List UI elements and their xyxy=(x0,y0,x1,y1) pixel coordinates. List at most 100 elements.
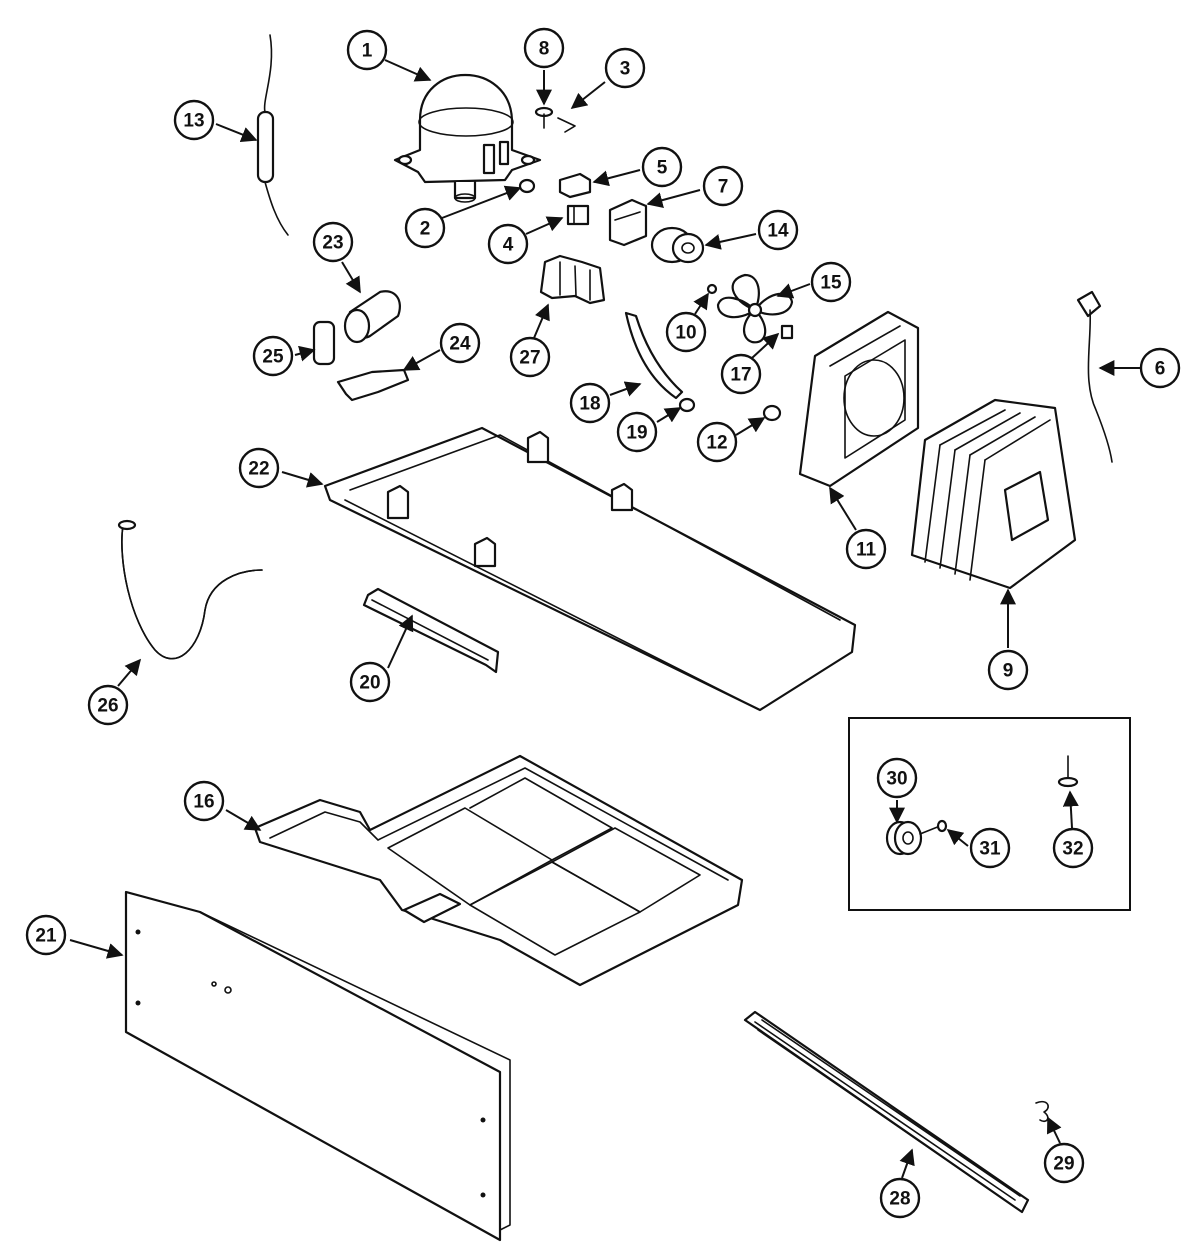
callout-circle-12 xyxy=(696,421,738,463)
channel-part xyxy=(362,587,500,674)
leader-line-22 xyxy=(281,471,324,488)
leader-line-1 xyxy=(384,59,432,82)
callout-label-12: 12 xyxy=(706,433,727,454)
grommet-12-part xyxy=(762,404,782,422)
callout-circle-15 xyxy=(810,261,852,303)
callout-circle-16 xyxy=(183,780,225,822)
leader-line-24 xyxy=(402,349,441,371)
callout-label-20: 20 xyxy=(359,673,380,694)
roller-part xyxy=(885,820,923,856)
callout-label-8: 8 xyxy=(539,39,550,60)
callout-circle-4 xyxy=(487,223,529,265)
callout-circle-10 xyxy=(665,311,707,353)
callout-label-2: 2 xyxy=(420,219,431,240)
leader-line-31 xyxy=(946,829,969,847)
leader-line-5 xyxy=(592,169,641,187)
callout-label-9: 9 xyxy=(1003,661,1014,682)
base-rail-part xyxy=(323,426,857,712)
callout-label-23: 23 xyxy=(322,233,343,254)
leader-line-4 xyxy=(525,216,564,235)
callout-label-32: 32 xyxy=(1062,839,1083,860)
leader-line-2 xyxy=(441,185,522,219)
leader-line-12 xyxy=(735,417,766,436)
motor-bracket-part xyxy=(624,311,684,400)
callout-label-14: 14 xyxy=(767,221,789,242)
overload-part xyxy=(558,172,592,199)
callout-circle-11 xyxy=(845,528,887,570)
callout-circle-26 xyxy=(87,684,129,726)
start-device-part xyxy=(608,198,648,247)
grommet-part xyxy=(518,178,536,194)
leader-line-21 xyxy=(69,939,124,959)
callout-circle-30 xyxy=(876,757,918,799)
leader-line-14 xyxy=(704,233,757,250)
wiring-harness-part xyxy=(539,254,606,305)
callout-label-16: 16 xyxy=(193,792,214,813)
callout-label-3: 3 xyxy=(620,59,631,80)
fan-motor-part xyxy=(650,226,705,264)
capacitor-boot-part xyxy=(312,320,336,366)
fan-bracket-part xyxy=(780,324,794,340)
leader-line-16 xyxy=(225,809,262,831)
leader-line-15 xyxy=(776,283,811,299)
leader-line-28 xyxy=(899,1148,915,1179)
clip-part xyxy=(557,117,576,133)
callout-circle-2 xyxy=(404,207,446,249)
leader-line-18 xyxy=(609,381,642,397)
callout-label-10: 10 xyxy=(675,323,696,344)
callout-label-1: 1 xyxy=(362,41,373,62)
leader-line-11 xyxy=(829,486,857,531)
leveling-leg-part xyxy=(1057,755,1079,788)
callout-circle-8 xyxy=(523,27,565,69)
callout-circle-29 xyxy=(1043,1142,1085,1184)
callout-circle-24 xyxy=(439,322,481,364)
callout-circle-7 xyxy=(702,165,744,207)
nut-part xyxy=(706,283,718,295)
leader-line-3 xyxy=(570,81,606,109)
leader-line-7 xyxy=(646,189,701,208)
callout-circle-6 xyxy=(1139,347,1181,389)
callout-circle-1 xyxy=(346,29,388,71)
grille-clip-part xyxy=(1035,1100,1049,1123)
leader-line-29 xyxy=(1047,1116,1062,1144)
callout-circle-31 xyxy=(969,827,1011,869)
leader-line-27 xyxy=(533,303,550,339)
callout-label-26: 26 xyxy=(97,696,118,717)
callout-label-31: 31 xyxy=(979,839,1001,860)
grommet-19-part xyxy=(678,397,696,413)
leader-line-23 xyxy=(341,261,361,294)
leader-line-25 xyxy=(294,345,316,362)
power-cord-part xyxy=(1076,290,1113,463)
callout-label-28: 28 xyxy=(889,1189,910,1210)
callout-label-22: 22 xyxy=(248,459,269,480)
callout-label-19: 19 xyxy=(626,423,647,444)
callout-circle-25 xyxy=(252,335,294,377)
callout-label-21: 21 xyxy=(35,926,57,947)
callout-label-30: 30 xyxy=(886,769,907,790)
hardware-inset-box xyxy=(848,717,1131,911)
callout-label-18: 18 xyxy=(579,394,600,415)
callout-circle-27 xyxy=(509,336,551,378)
leader-line-19 xyxy=(656,407,682,423)
capacitor-part xyxy=(343,290,401,344)
callout-circle-9 xyxy=(987,649,1029,691)
drier-part xyxy=(256,34,289,236)
fan-blade-part xyxy=(716,273,794,344)
drain-tube-part xyxy=(117,519,263,660)
drain-pan-part xyxy=(253,754,744,987)
callout-label-24: 24 xyxy=(449,334,471,355)
leader-line-17 xyxy=(751,332,780,359)
roller-bolt-part xyxy=(919,819,948,835)
callout-label-6: 6 xyxy=(1155,359,1166,380)
callout-label-27: 27 xyxy=(519,348,540,369)
callout-circle-17 xyxy=(720,353,762,395)
callout-circle-18 xyxy=(569,382,611,424)
callout-label-11: 11 xyxy=(856,540,877,561)
front-panel-part xyxy=(124,890,511,1242)
callout-label-5: 5 xyxy=(657,158,668,179)
callout-label-29: 29 xyxy=(1053,1154,1074,1175)
callout-label-7: 7 xyxy=(718,177,729,198)
callout-circle-21 xyxy=(25,914,67,956)
grille-part xyxy=(743,1010,1030,1214)
